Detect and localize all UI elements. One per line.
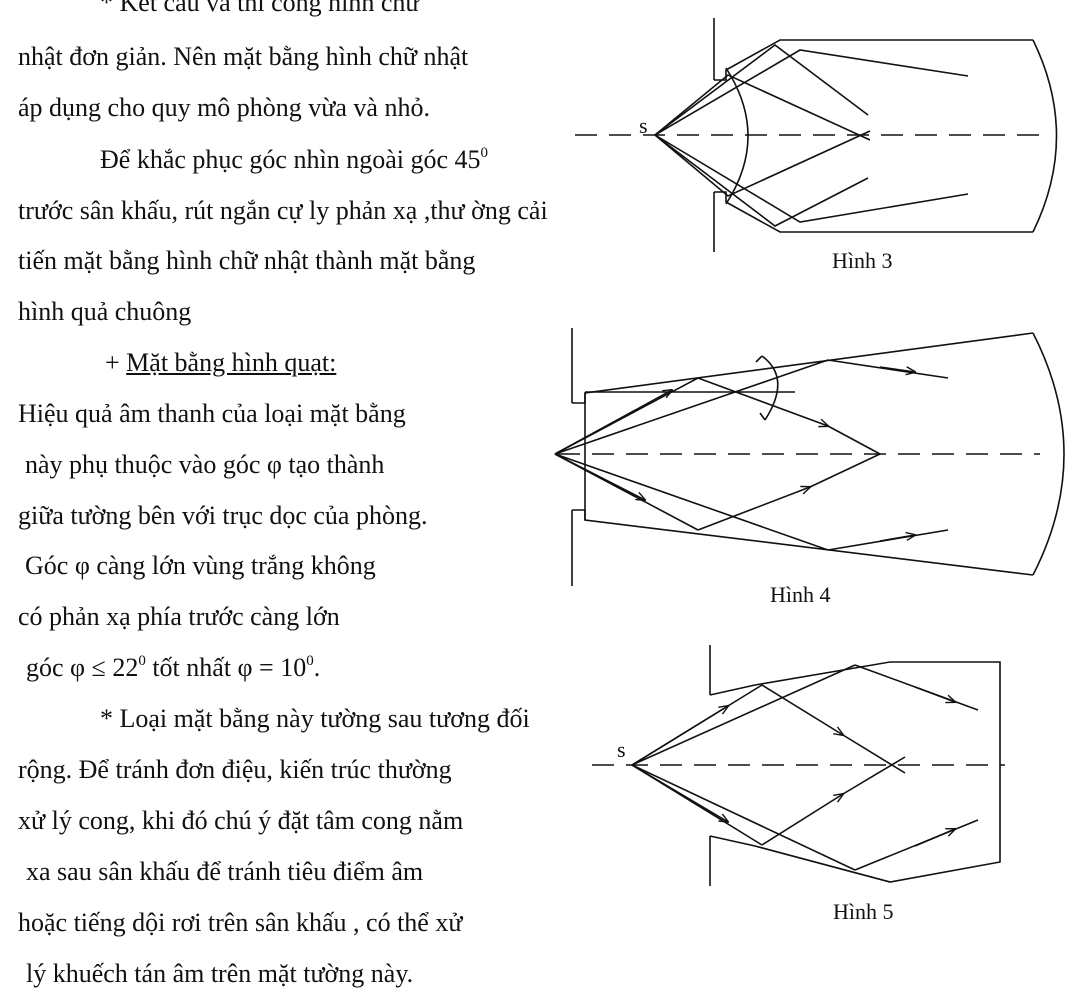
sound-rays bbox=[654, 43, 969, 227]
text-line: tiến mặt bằng hình chữ nhật thành mặt bằ… bbox=[18, 246, 476, 275]
angle-arc-tick bbox=[755, 355, 763, 363]
figure-3-diagram bbox=[575, 18, 1058, 252]
text-line: * Kết cấu và thi công hình chữ bbox=[100, 0, 420, 17]
angle-arc bbox=[761, 355, 779, 421]
figure-5-diagram bbox=[592, 645, 1005, 886]
text-line: * Loại mặt bằng này tường sau tương đối bbox=[100, 704, 530, 733]
side-wall bbox=[714, 191, 1033, 233]
text-line: này phụ thuộc vào góc φ tạo thành bbox=[25, 450, 385, 479]
text-line: có phản xạ phía trước càng lớn bbox=[18, 602, 340, 631]
side-wall bbox=[572, 509, 1034, 576]
sound-rays bbox=[631, 664, 979, 871]
text-line: góc φ ≤ 220 tốt nhất φ = 100. bbox=[26, 653, 321, 682]
text-line: Để khắc phục góc nhìn ngoài góc 450 bbox=[100, 145, 489, 174]
figure-4-diagram bbox=[554, 328, 1065, 586]
sound-rays bbox=[554, 359, 949, 551]
side-wall bbox=[714, 39, 1033, 81]
source-label: s bbox=[617, 737, 626, 762]
text-line: áp dụng cho quy mô phòng vừa và nhỏ. bbox=[18, 93, 430, 122]
text-line: lý khuếch tán âm trên mặt tường này. bbox=[26, 959, 414, 988]
figure-5-caption: Hình 5 bbox=[833, 899, 894, 924]
figure-3-caption: Hình 3 bbox=[832, 248, 893, 273]
text-line: hoặc tiếng dội rơi trên sân khấu , có th… bbox=[18, 908, 463, 937]
section-heading: + Mặt bằng hình quạt: bbox=[105, 348, 337, 377]
curve-arc bbox=[725, 67, 749, 205]
rear-wall bbox=[1032, 332, 1065, 576]
text-line: giữa tường bên với trục dọc của phòng. bbox=[18, 501, 428, 530]
text-line: xử lý cong, khi đó chú ý đặt tâm cong nằ… bbox=[18, 806, 464, 835]
text-line: rộng. Để tránh đơn điệu, kiến trúc thườn… bbox=[18, 755, 452, 784]
text-line: hình quả chuông bbox=[18, 297, 192, 326]
text-line: Góc φ càng lớn vùng trắng không bbox=[25, 551, 376, 580]
text-line: trước sân khấu, rút ngắn cự ly phản xạ ,… bbox=[18, 196, 548, 225]
room-outline bbox=[709, 661, 1001, 883]
rear-wall bbox=[1032, 39, 1058, 233]
figure-4-caption: Hình 4 bbox=[770, 582, 831, 607]
angle-arc-tick bbox=[759, 412, 766, 421]
source-label: s bbox=[639, 113, 648, 138]
text-line: Hiệu quả âm thanh của loại mặt bằng bbox=[18, 399, 406, 428]
text-line: nhật đơn giản. Nên mặt bằng hình chữ nhậ… bbox=[18, 42, 469, 71]
text-line: xa sau sân khấu để tránh tiêu điểm âm bbox=[26, 857, 424, 886]
